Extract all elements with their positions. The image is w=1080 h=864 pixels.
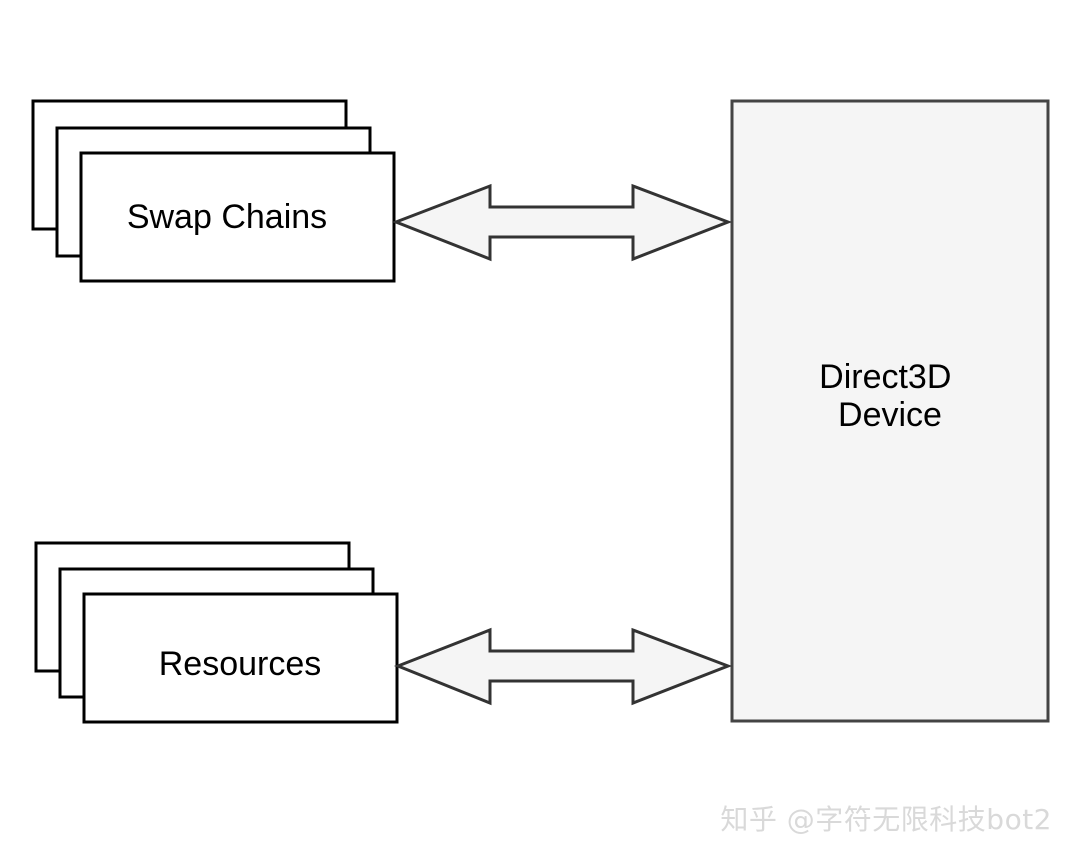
direct3d-device-label: Direct3D Device: [819, 358, 961, 434]
direct3d-device-box: [730, 99, 1050, 723]
direct3d-device-label-line-1: Direct3D: [819, 358, 951, 396]
swap-chains-device-arrow: [391, 183, 733, 262]
resource-card-front: [82, 592, 399, 724]
swap-chains-stack: Swap Chains: [31, 99, 396, 283]
watermark: 知乎 @字符无限科技bot2: [720, 803, 1052, 836]
resources-device-arrow: [393, 627, 733, 706]
direct3d-device-node: Direct3D Device: [730, 99, 1050, 723]
resources-stack: Resources: [34, 541, 399, 724]
direct3d-device-label-line-2: Device: [838, 396, 942, 434]
swap-chains-label: Swap Chains: [127, 198, 327, 236]
swap-chain-card-front: [79, 151, 396, 283]
resources-label: Resources: [159, 645, 322, 683]
